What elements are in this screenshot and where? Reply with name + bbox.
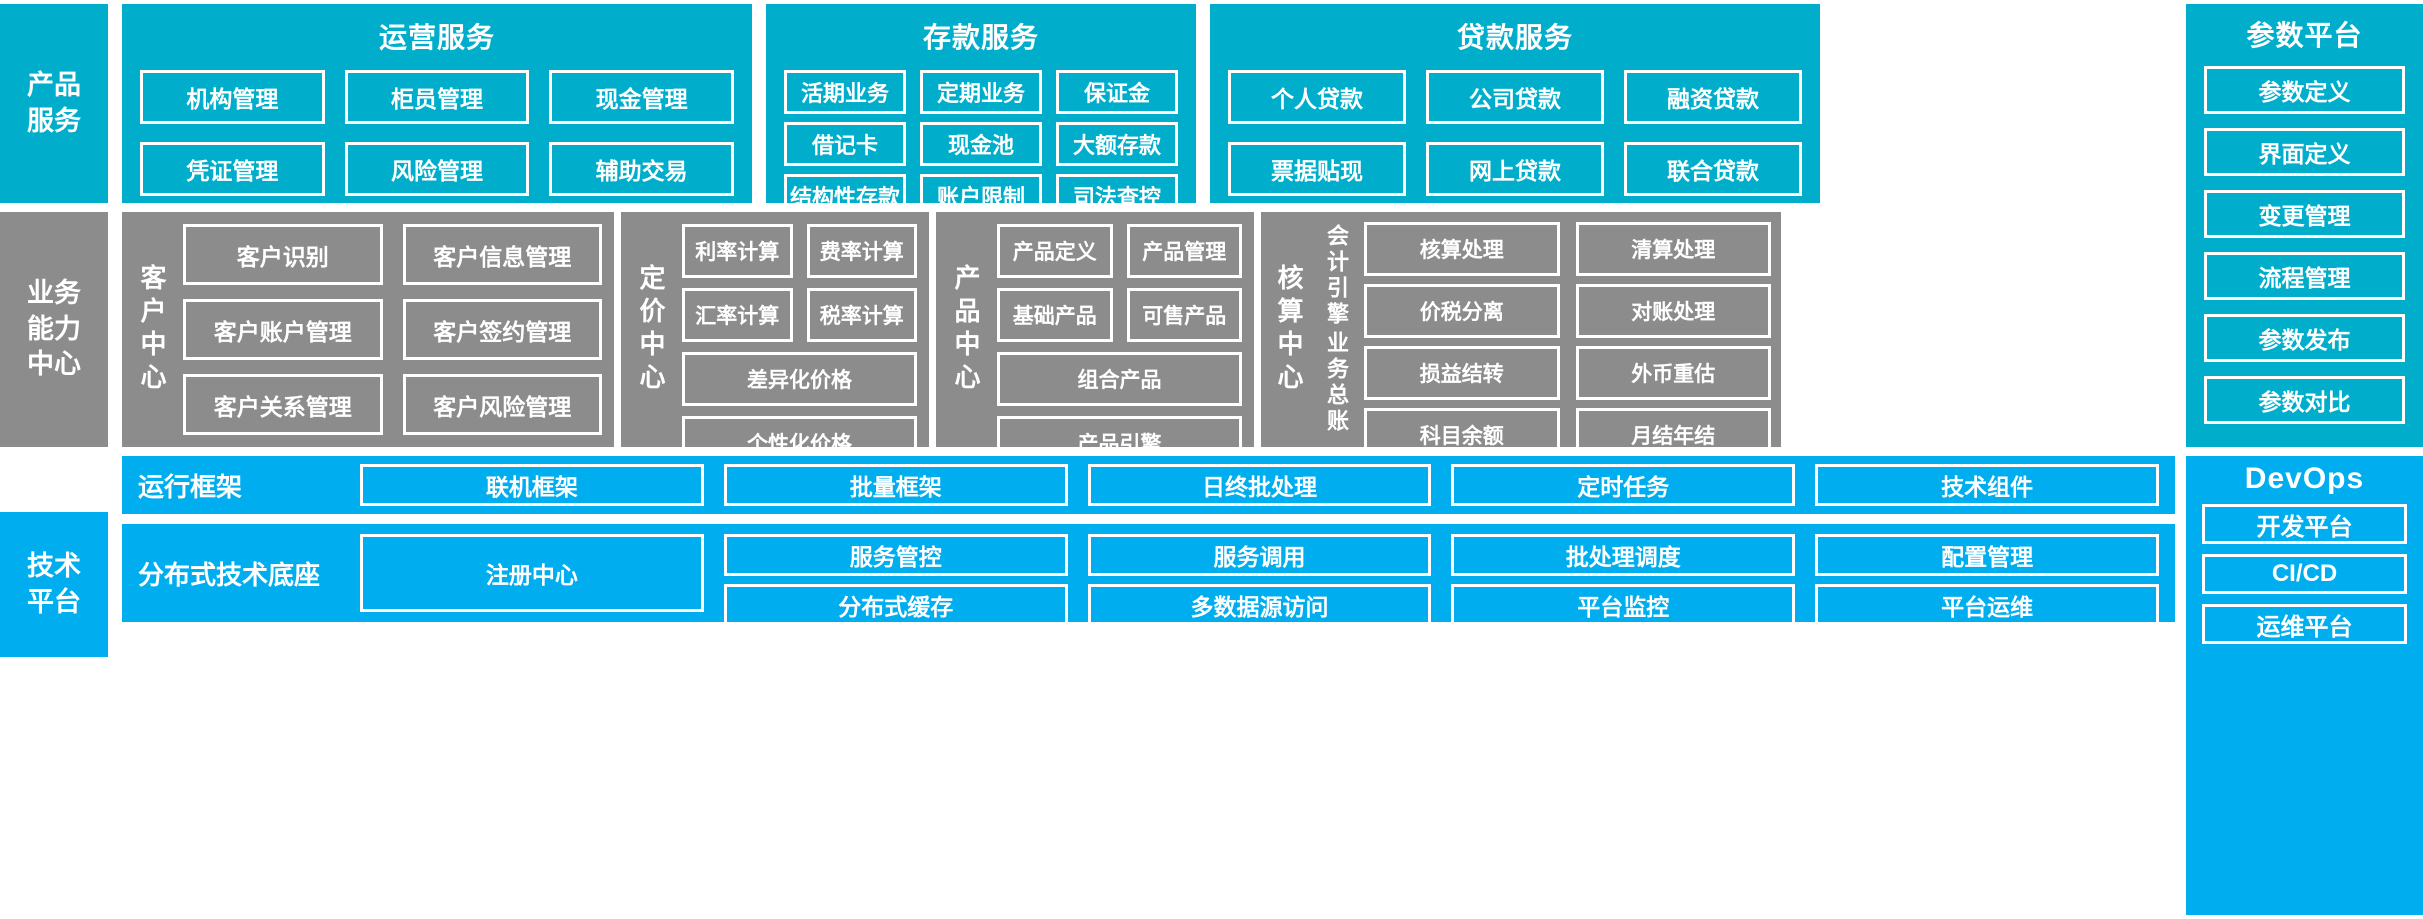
row-label-technology-platform: 技术 平台 bbox=[0, 512, 108, 657]
capability-cell[interactable]: 差异化价格 bbox=[682, 352, 917, 406]
service-cell[interactable]: 保证金 bbox=[1056, 70, 1178, 114]
capability-cell[interactable]: 损益结转 bbox=[1364, 346, 1560, 400]
technology-platform-row: 技术 平台 运行框架 联机框架 批量框架 日终批处理 定时任务 技术组件 分布式… bbox=[0, 456, 2423, 915]
group-deposit-services: 存款服务 活期业务 定期业务 保证金 借记卡 现金池 大额存款 结构性存款 账户… bbox=[766, 4, 1196, 218]
service-cell[interactable]: 柜员管理 bbox=[344, 70, 530, 124]
group-title-loan-services: 贷款服务 bbox=[1456, 22, 1573, 53]
service-cell[interactable]: 网上贷款 bbox=[1426, 142, 1604, 196]
service-cell[interactable]: 融资贷款 bbox=[1624, 70, 1802, 124]
tech-cell[interactable]: 服务调用 bbox=[1087, 534, 1432, 576]
tech-cell[interactable]: 多数据源访问 bbox=[1087, 584, 1432, 626]
tech-cell[interactable]: 平台监控 bbox=[1451, 584, 1796, 626]
center-product: 产品中心 产品定义 产品管理 基础产品 可售产品 组合产品 bbox=[936, 212, 1254, 470]
center-label-product: 产品中心 bbox=[951, 263, 981, 396]
capability-cell[interactable]: 税率计算 bbox=[806, 288, 917, 342]
center-label-accounting: 核算中心 bbox=[1274, 263, 1304, 396]
band-label-runtime-framework: 运行框架 bbox=[138, 471, 243, 502]
center-label-customer: 客户中心 bbox=[137, 263, 167, 396]
service-cell[interactable]: 现金池 bbox=[920, 122, 1042, 166]
tech-cell[interactable]: 服务管控 bbox=[723, 534, 1068, 576]
business-capability-centers: 客户中心 客户识别 客户信息管理 客户账户管理 客户签约管理 客户关系管理 客户 bbox=[122, 212, 1781, 470]
product-services-groups: 运营服务 机构管理 柜员管理 现金管理 凭证管理 风险管理 辅助交易 存款服务 … bbox=[122, 4, 1820, 218]
tech-cell[interactable]: 注册中心 bbox=[360, 534, 704, 612]
center-sublabel-accounting-engine: 会计引擎 bbox=[1324, 223, 1349, 328]
capability-cell[interactable]: 利率计算 bbox=[682, 224, 793, 278]
tech-cell[interactable]: 联机框架 bbox=[360, 464, 704, 506]
band-distributed-foundation: 分布式技术底座 注册中心 服务管控 分布式缓存 服务调用 多数据源访问 批处理调… bbox=[122, 524, 2175, 626]
service-cell[interactable]: 大额存款 bbox=[1056, 122, 1178, 166]
tech-cell[interactable]: 批处理调度 bbox=[1451, 534, 1796, 576]
capability-cell[interactable]: 客户关系管理 bbox=[183, 374, 383, 435]
parameter-item[interactable]: 界面定义 bbox=[2204, 128, 2405, 176]
capability-cell[interactable]: 客户识别 bbox=[183, 224, 383, 285]
capability-cell[interactable]: 组合产品 bbox=[997, 352, 1242, 406]
service-cell[interactable]: 活期业务 bbox=[784, 70, 906, 114]
capability-cell[interactable]: 基础产品 bbox=[997, 288, 1113, 342]
center-sublabel-general-ledger: 业务总账 bbox=[1324, 331, 1349, 436]
devops-item[interactable]: 开发平台 bbox=[2202, 504, 2407, 544]
capability-cell[interactable]: 对账处理 bbox=[1575, 284, 1771, 338]
service-cell[interactable]: 定期业务 bbox=[920, 70, 1042, 114]
service-cell[interactable]: 个人贷款 bbox=[1228, 70, 1406, 124]
parameter-item[interactable]: 流程管理 bbox=[2204, 252, 2405, 300]
service-cell[interactable]: 机构管理 bbox=[140, 70, 325, 124]
devops-item[interactable]: CI/CD bbox=[2202, 554, 2407, 594]
service-cell[interactable]: 票据贴现 bbox=[1228, 142, 1406, 196]
parameter-item[interactable]: 变更管理 bbox=[2204, 190, 2405, 238]
service-cell[interactable]: 风险管理 bbox=[344, 142, 530, 196]
center-pricing: 定价中心 利率计算 费率计算 汇率计算 税率计算 差异化价格 bbox=[621, 212, 929, 470]
capability-cell[interactable]: 客户账户管理 bbox=[183, 299, 383, 360]
group-loan-services: 贷款服务 个人贷款 公司贷款 融资贷款 票据贴现 网上贷款 联合贷款 bbox=[1210, 4, 1820, 203]
parameter-item[interactable]: 参数定义 bbox=[2204, 66, 2405, 114]
tech-cell[interactable]: 分布式缓存 bbox=[723, 584, 1068, 626]
group-title-operation-services: 运营服务 bbox=[378, 22, 495, 53]
capability-cell[interactable]: 客户签约管理 bbox=[402, 299, 602, 360]
band-label-distributed-foundation: 分布式技术底座 bbox=[138, 559, 321, 590]
group-title-deposit-services: 存款服务 bbox=[922, 22, 1039, 53]
capability-cell[interactable]: 外币重估 bbox=[1575, 346, 1771, 400]
capability-cell[interactable]: 科目余额 bbox=[1364, 408, 1560, 462]
parameter-item[interactable]: 参数对比 bbox=[2204, 376, 2405, 424]
parameter-item[interactable]: 参数发布 bbox=[2204, 314, 2405, 362]
tech-cell[interactable]: 配置管理 bbox=[1815, 534, 2159, 576]
tech-cell[interactable]: 技术组件 bbox=[1815, 464, 2159, 506]
capability-cell[interactable]: 客户信息管理 bbox=[402, 224, 602, 285]
capability-cell[interactable]: 可售产品 bbox=[1126, 288, 1242, 342]
devops-title: DevOps bbox=[2244, 462, 2365, 495]
tech-cell[interactable]: 平台运维 bbox=[1815, 584, 2159, 626]
devops-item[interactable]: 运维平台 bbox=[2202, 604, 2407, 644]
product-services-row: 产品 服务 运营服务 机构管理 柜员管理 现金管理 凭证管理 风险管理 辅助交易… bbox=[0, 4, 2423, 218]
center-accounting: 核算中心 会计引擎 业务总账 核算处理 清算处理 价税分离 对账处理 bbox=[1261, 212, 1781, 462]
tech-cell[interactable]: 日终批处理 bbox=[1087, 464, 1432, 506]
center-label-pricing: 定价中心 bbox=[636, 263, 666, 396]
business-capability-row: 业务 能力 中心 客户中心 客户识别 客户信息管理 客户账户管理 客户签约管理 bbox=[0, 212, 2423, 470]
parameter-platform-title: 参数平台 bbox=[2246, 20, 2363, 51]
capability-cell[interactable]: 价税分离 bbox=[1364, 284, 1560, 338]
capability-cell[interactable]: 汇率计算 bbox=[682, 288, 793, 342]
capability-cell[interactable]: 核算处理 bbox=[1364, 222, 1560, 276]
capability-cell[interactable]: 客户风险管理 bbox=[402, 374, 602, 435]
row-label-product-services: 产品 服务 bbox=[0, 4, 108, 203]
technology-bands: 运行框架 联机框架 批量框架 日终批处理 定时任务 技术组件 分布式技术底座 注… bbox=[122, 456, 2175, 915]
capability-cell[interactable]: 产品管理 bbox=[1126, 224, 1242, 278]
service-cell[interactable]: 借记卡 bbox=[784, 122, 906, 166]
tech-cell[interactable]: 定时任务 bbox=[1451, 464, 1796, 506]
capability-cell[interactable]: 费率计算 bbox=[806, 224, 917, 278]
devops-panel: DevOps 开发平台 CI/CD 运维平台 bbox=[2186, 456, 2423, 915]
capability-cell[interactable]: 月结年结 bbox=[1575, 408, 1771, 462]
group-operation-services: 运营服务 机构管理 柜员管理 现金管理 凭证管理 风险管理 辅助交易 bbox=[122, 4, 752, 203]
capability-cell[interactable]: 清算处理 bbox=[1575, 222, 1771, 276]
service-cell[interactable]: 辅助交易 bbox=[549, 142, 735, 196]
row-label-business-capability: 业务 能力 中心 bbox=[0, 212, 108, 447]
parameter-platform-panel: 参数平台 参数定义 界面定义 变更管理 流程管理 参数发布 参数对比 bbox=[2186, 4, 2423, 447]
center-customer: 客户中心 客户识别 客户信息管理 客户账户管理 客户签约管理 客户关系管理 客户 bbox=[122, 212, 614, 447]
service-cell[interactable]: 联合贷款 bbox=[1624, 142, 1802, 196]
service-cell[interactable]: 公司贷款 bbox=[1426, 70, 1604, 124]
service-cell[interactable]: 凭证管理 bbox=[140, 142, 325, 196]
capability-cell[interactable]: 产品定义 bbox=[997, 224, 1113, 278]
band-runtime-framework: 运行框架 联机框架 批量框架 日终批处理 定时任务 技术组件 bbox=[122, 456, 2175, 514]
tech-cell[interactable]: 批量框架 bbox=[723, 464, 1068, 506]
service-cell[interactable]: 现金管理 bbox=[549, 70, 735, 124]
